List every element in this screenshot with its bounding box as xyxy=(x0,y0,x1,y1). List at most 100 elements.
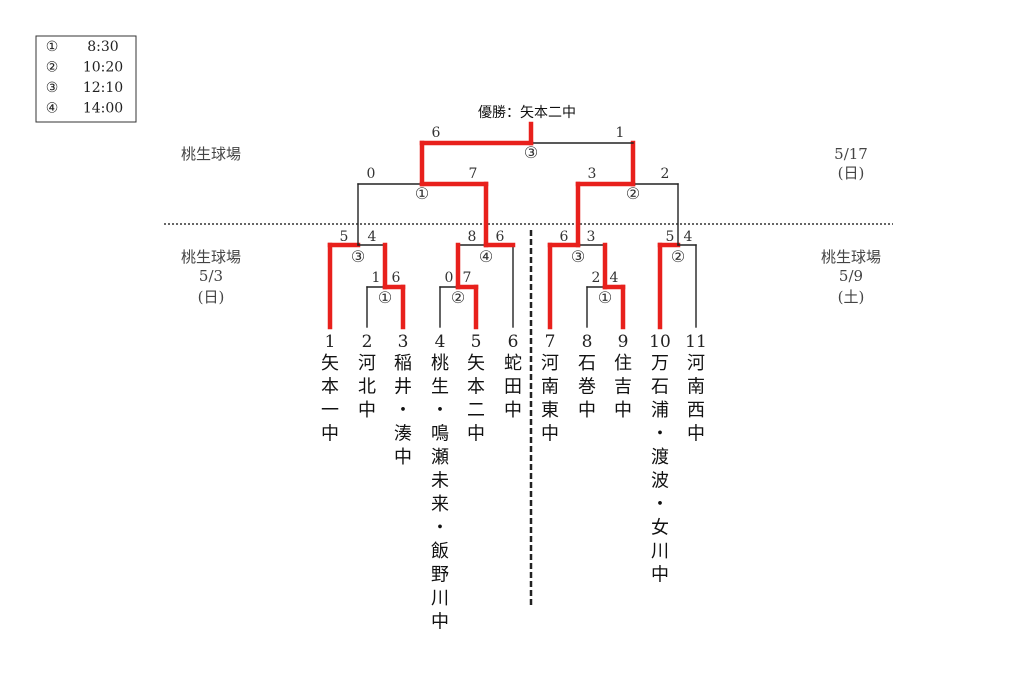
score-right-r1_c: 4 xyxy=(610,270,619,286)
legend-mark: ② xyxy=(46,60,59,76)
team-name-char: ・ xyxy=(394,400,412,421)
legend-time: 8:30 xyxy=(87,39,118,55)
match-slot-r1_c: ① xyxy=(598,288,612,307)
team-name-char: 本 xyxy=(321,377,339,398)
team-name-char: 巻 xyxy=(578,377,596,398)
team-name-char: 中 xyxy=(358,400,376,421)
team-name-char: 石 xyxy=(578,353,596,374)
team-number: 11 xyxy=(685,332,707,352)
venue-mid-right-day: (土) xyxy=(838,288,865,306)
team-name-char: 二 xyxy=(467,400,485,421)
score-right-r2_c: 3 xyxy=(587,229,596,245)
team-name-char: 中 xyxy=(578,400,596,421)
team-number: 5 xyxy=(471,332,482,352)
team-number: 8 xyxy=(582,332,593,352)
team-name-char: 生 xyxy=(431,377,449,398)
team-name-char: 中 xyxy=(321,424,339,445)
team-name-char: 来 xyxy=(431,494,449,515)
team-name-char: 本 xyxy=(467,377,485,398)
team-number: 1 xyxy=(325,332,336,352)
team-name-char: 湊 xyxy=(394,424,412,445)
score-left-r2_d: 5 xyxy=(666,229,675,245)
team-number: 2 xyxy=(362,332,373,352)
team-name-char: 一 xyxy=(321,400,339,421)
venue-top-right-date: 5/17 xyxy=(834,145,868,163)
legend-mark: ③ xyxy=(46,80,59,96)
champion-label: 優勝：矢本二中 xyxy=(478,105,576,121)
score-right-r2_d: 4 xyxy=(684,229,693,245)
team-name-char: 南 xyxy=(541,377,559,398)
team-name-char: 矢 xyxy=(467,353,485,374)
team-name-char: 南 xyxy=(687,377,705,398)
venue-mid-left: 桃生球場 xyxy=(181,248,241,266)
match-slot-r2_c: ③ xyxy=(571,247,585,266)
venue-mid-right-date: 5/9 xyxy=(839,267,863,285)
score-left-r1_a: 1 xyxy=(372,270,381,286)
legend-mark: ④ xyxy=(46,101,59,117)
team-number: 6 xyxy=(508,332,519,352)
team-name-char: 吉 xyxy=(614,377,632,398)
score-right-r1_a: 6 xyxy=(392,270,401,286)
team-name-char: 中 xyxy=(614,400,632,421)
team-name-char: 川 xyxy=(651,541,669,562)
score-right-sf_a: 7 xyxy=(469,166,478,182)
team-name-char: ・ xyxy=(431,400,449,421)
team-number: 9 xyxy=(618,332,629,352)
team-name-char: 未 xyxy=(431,471,449,492)
match-slot-r2_b: ④ xyxy=(479,247,493,266)
team-name-char: 中 xyxy=(467,424,485,445)
match-slot-r2_a: ③ xyxy=(351,247,365,266)
legend-mark: ① xyxy=(46,39,59,55)
score-left-r2_c: 6 xyxy=(560,229,569,245)
team-name-char: ・ xyxy=(651,494,669,515)
team-name-char: 浦 xyxy=(651,400,669,421)
team-name-char: 河 xyxy=(541,353,559,374)
score-right-r1_b: 7 xyxy=(463,270,472,286)
team-number: 10 xyxy=(649,332,671,352)
score-left-r1_c: 2 xyxy=(592,270,601,286)
legend-time: 14:00 xyxy=(83,101,123,117)
team-name-char: 石 xyxy=(651,377,669,398)
match-slot-r1_b: ② xyxy=(451,288,465,307)
schedule-legend xyxy=(35,35,137,123)
match-slot-sf_b: ② xyxy=(626,184,640,203)
team-name-char: 蛇 xyxy=(504,353,522,374)
team-name-char: 瀬 xyxy=(431,447,449,468)
venue-top-right-day: (日) xyxy=(838,164,865,182)
team-name-char: 稲 xyxy=(394,353,412,374)
score-right-sf_b: 2 xyxy=(661,166,670,182)
score-left-sf_a: 0 xyxy=(367,166,376,182)
venue-mid-right: 桃生球場 xyxy=(821,248,881,266)
team-name-char: 西 xyxy=(687,400,705,421)
venue-mid-left-date: 5/3 xyxy=(199,267,223,285)
team-name-char: 桃 xyxy=(431,353,449,374)
score-right-final: 1 xyxy=(616,125,625,141)
team-name-char: 中 xyxy=(541,424,559,445)
team-number: 4 xyxy=(435,332,446,352)
team-name-char: 中 xyxy=(394,447,412,468)
team-name-char: 井 xyxy=(394,377,412,398)
score-left-r2_a: 5 xyxy=(340,229,349,245)
team-name-char: 東 xyxy=(541,400,559,421)
team-name-char: 飯 xyxy=(431,541,449,562)
team-name-char: 田 xyxy=(504,377,522,398)
team-name-char: 中 xyxy=(431,612,449,633)
venue-mid-left-day: (日) xyxy=(198,288,225,306)
team-name-char: 鳴 xyxy=(431,424,449,445)
team-name-char: 矢 xyxy=(321,353,339,374)
match-slot-r2_d: ② xyxy=(671,247,685,266)
score-left-sf_b: 3 xyxy=(588,166,597,182)
team-name-char: 万 xyxy=(651,353,669,374)
team-name-char: 渡 xyxy=(651,447,669,468)
team-number: 7 xyxy=(545,332,556,352)
team-name-char: 河 xyxy=(687,353,705,374)
team-name-char: 住 xyxy=(614,353,632,374)
score-right-r2_b: 6 xyxy=(496,229,505,245)
venue-top-left: 桃生球場 xyxy=(181,145,241,163)
team-name-char: 中 xyxy=(504,400,522,421)
score-left-r2_b: 8 xyxy=(468,229,477,245)
team-name-char: 北 xyxy=(358,377,376,398)
legend-time: 12:10 xyxy=(83,80,123,96)
team-name-char: ・ xyxy=(651,424,669,445)
